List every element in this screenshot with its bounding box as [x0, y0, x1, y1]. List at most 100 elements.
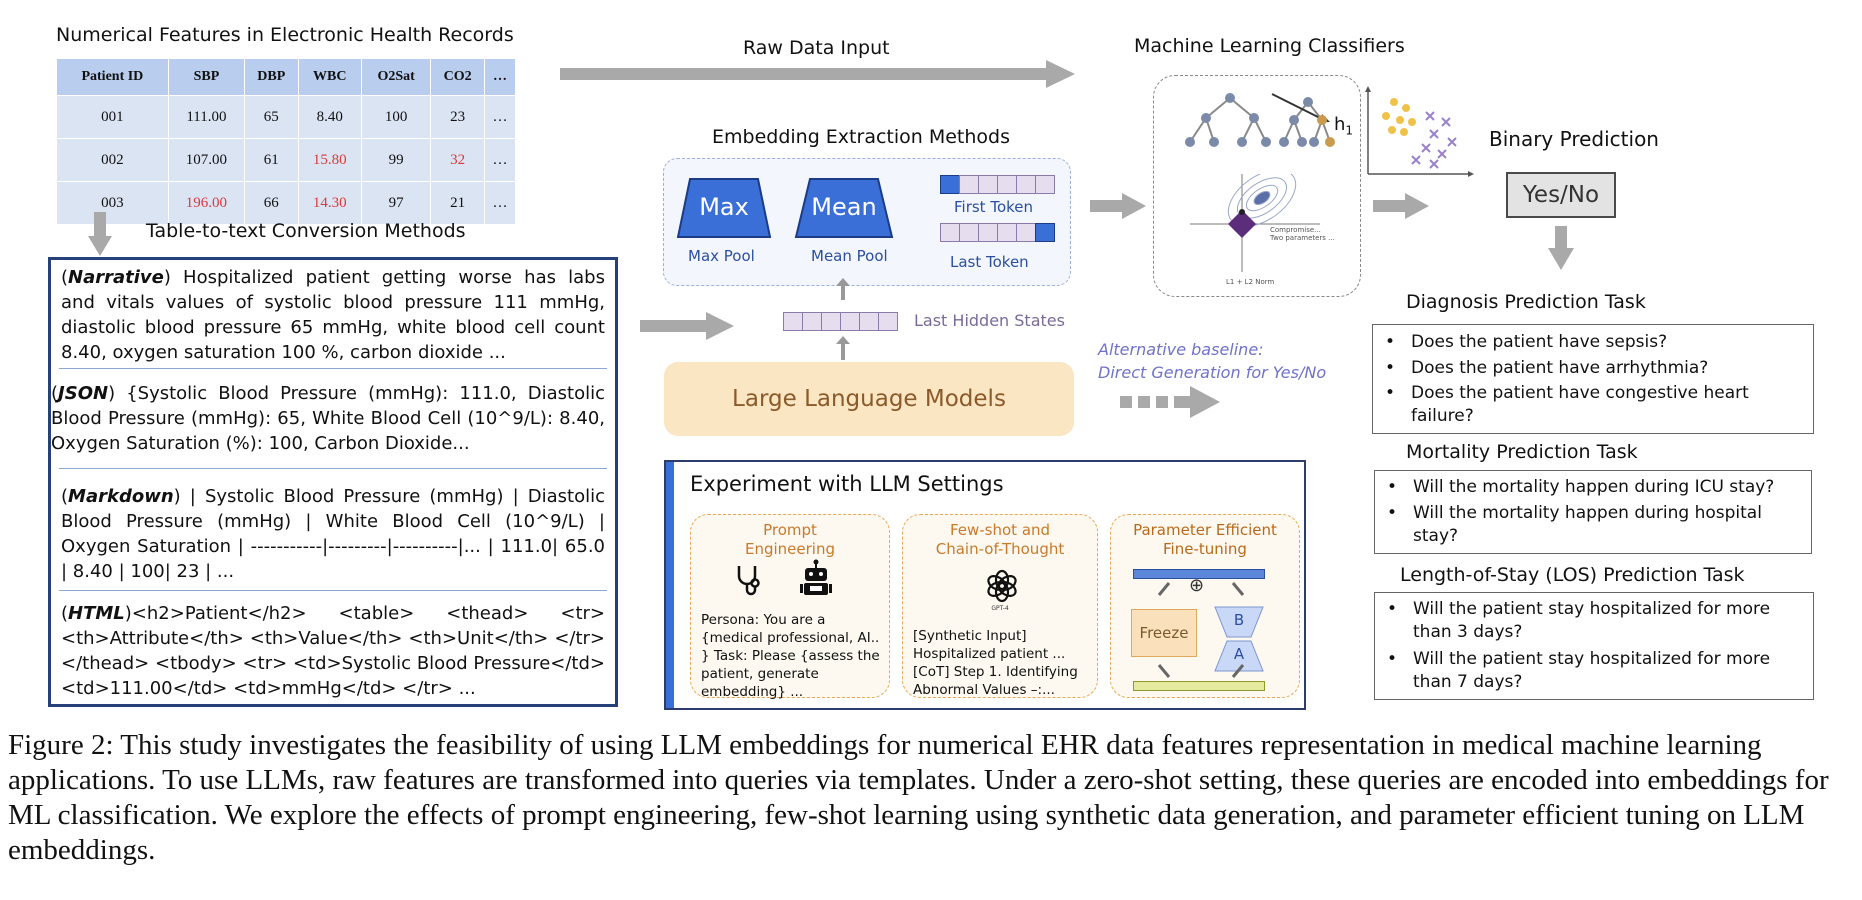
table-cell: 99	[360, 138, 432, 182]
caption-label: Figure 2:	[8, 729, 114, 761]
table-cell: 001	[56, 95, 169, 139]
decision-tree-icon	[1185, 93, 1335, 147]
few-shot-title: Few-shot and Chain-of-Thought	[903, 521, 1097, 559]
raw-data-label: Raw Data Input	[743, 37, 890, 59]
regularization-plot-icon	[1190, 174, 1320, 272]
bullet: •	[1385, 332, 1396, 352]
freeze-block: Freeze	[1131, 609, 1197, 657]
few-shot-card: Few-shot and Chain-of-Thought GPT-4 [Syn…	[902, 514, 1098, 698]
down-arrow-icon	[1548, 226, 1574, 270]
input-layer-bar	[1133, 681, 1265, 691]
last-token-label: Last Token	[950, 253, 1029, 271]
input-arrows-icon	[1157, 664, 1245, 678]
table-cell: 66	[244, 181, 299, 225]
mortality-task-title: Mortality Prediction Task	[1406, 441, 1638, 463]
list-item: •Does the patient have arrhythmia?	[1383, 357, 1805, 380]
prompt-engineering-title: Prompt Engineering	[691, 521, 889, 559]
divider	[59, 590, 607, 591]
gpt4-label: GPT-4	[991, 605, 1009, 612]
caption-text: This study investigates the feasibility …	[8, 729, 1829, 866]
diagnosis-item: Does the patient have congestive heart f…	[1411, 383, 1749, 426]
last-token-cells	[940, 223, 1055, 242]
right-arrow-icon	[560, 60, 1075, 88]
json-text: ) {Systolic Blood Pressure (mmHg): 111.0…	[51, 383, 605, 454]
right-arrow-icon	[1090, 193, 1146, 219]
column-header: SBP	[167, 58, 246, 96]
table-cell: 107.00	[167, 138, 246, 182]
markdown-text: ) | Systolic Blood Pressure (mmHg) | Dia…	[61, 486, 605, 582]
diagnosis-item: Does the patient have sepsis?	[1411, 332, 1668, 352]
markdown-tag: Markdown	[68, 486, 174, 507]
prompt-engineering-title-line2: Engineering	[745, 540, 835, 558]
freeze-label: Freeze	[1139, 624, 1189, 642]
h-letter: h	[1334, 114, 1346, 135]
plus-icon: ⊕	[1189, 575, 1205, 596]
mean-pool-icon	[794, 178, 894, 238]
few-shot-text-line3: [CoT] Step 1. Identifying	[913, 664, 1078, 680]
table-cell: 111.00	[167, 95, 246, 139]
los-item: Will the patient stay hospitalized for m…	[1413, 649, 1771, 692]
bullet: •	[1385, 383, 1396, 403]
prompt-engineering-card: Prompt Engineering Persona: You are a {m…	[690, 514, 890, 700]
ml-title: Machine Learning Classifiers	[1134, 35, 1405, 57]
first-token-label: First Token	[954, 198, 1034, 216]
experiment-title: Experiment with LLM Settings	[690, 472, 1004, 496]
diagnosis-item: Does the patient have arrhythmia?	[1411, 358, 1709, 378]
html-text: )<h2>Patient</h2> <table> <thead> <tr> <…	[61, 603, 605, 699]
html-section: (HTML)<h2>Patient</h2> <table> <thead> <…	[61, 603, 605, 699]
table-cell: 8.40	[297, 95, 362, 139]
markdown-section: (Markdown) | Systolic Blood Pressure (mm…	[61, 486, 605, 582]
list-item: • Does the patient have sepsis?	[1383, 331, 1805, 354]
peft-title: Parameter Efficient Fine-tuning	[1111, 521, 1299, 559]
table-cell: …	[483, 181, 517, 225]
table-cell: 002	[56, 138, 169, 182]
prompt-engineering-title-line1: Prompt	[763, 521, 817, 539]
peft-title-line1: Parameter Efficient	[1133, 521, 1277, 539]
first-token-cells	[940, 175, 1055, 194]
list-item: • Will the patient stay hospitalized for …	[1385, 648, 1805, 694]
h1-label: h1	[1334, 114, 1353, 138]
peft-title-line2: Fine-tuning	[1163, 540, 1247, 558]
divider	[59, 468, 607, 469]
list-item: •Will the patient stay hospitalized for …	[1385, 598, 1805, 644]
experiment-accent-bar	[666, 462, 674, 708]
narrative-section: (Narrative) Hospitalized patient getting…	[61, 267, 605, 363]
few-shot-text-line2: Hospitalized patient ...	[913, 646, 1066, 662]
json-tag: JSON	[58, 383, 109, 404]
json-section: (JSON) {Systolic Blood Pressure (mmHg): …	[51, 383, 605, 454]
alt-baseline-label: Alternative baseline: Direct Generation …	[1098, 338, 1326, 384]
los-task-title: Length-of-Stay (LOS) Prediction Task	[1400, 564, 1745, 586]
l1-l2-label: L1 + L2 Norm	[1226, 278, 1275, 286]
down-arrow-icon	[88, 212, 112, 256]
mortality-task-box: •Will the mortality happen during ICU st…	[1374, 470, 1812, 554]
mortality-item: Will the mortality happen during hospita…	[1413, 503, 1762, 546]
bullet: •	[1387, 649, 1398, 669]
table-cell-abnormal: 14.30	[297, 181, 362, 225]
two-params-label: Two parameters ...	[1270, 234, 1335, 242]
prompt-engineering-text: Persona: You are a {medical professional…	[701, 612, 880, 700]
few-shot-title-line1: Few-shot and	[949, 521, 1051, 539]
list-item: • Does the patient have congestive heart …	[1383, 382, 1805, 428]
compromise-label: Compromise...	[1270, 226, 1321, 234]
table-row: 002 107.00 61 15.80 99 32 …	[56, 138, 517, 182]
llm-label: Large Language Models	[732, 386, 1006, 412]
conversion-methods-box: (Narrative) Hospitalized patient getting…	[48, 257, 618, 707]
up-arrow-icon	[836, 278, 850, 300]
embedding-panel: Max Max Pool Mean Mean Pool First Token …	[663, 158, 1071, 286]
narrative-text: ) Hospitalized patient getting worse has…	[61, 267, 605, 363]
table-cell: 61	[244, 138, 299, 182]
embedding-title: Embedding Extraction Methods	[712, 126, 1010, 148]
column-header: Patient ID	[56, 58, 169, 96]
dashed-arrow-icon	[1120, 386, 1220, 418]
alt-baseline-line2: Direct Generation for Yes/No	[1098, 363, 1327, 382]
max-label: Max	[699, 193, 749, 221]
table-header-row: Patient ID SBP DBP WBC O2Sat CO2 …	[56, 58, 517, 96]
few-shot-title-line2: Chain-of-Thought	[935, 540, 1065, 558]
few-shot-text: [Synthetic Input] Hospitalized patient .…	[913, 627, 1091, 699]
mean-label: Mean	[811, 193, 877, 221]
table-cell: 97	[360, 181, 432, 225]
table-cell: 100	[360, 95, 432, 139]
column-header: CO2	[430, 58, 485, 96]
diagnosis-task-box: •Does the patient have sepsis? •Does the…	[1372, 324, 1814, 434]
los-item: Will the patient stay hospitalized for m…	[1413, 599, 1771, 642]
